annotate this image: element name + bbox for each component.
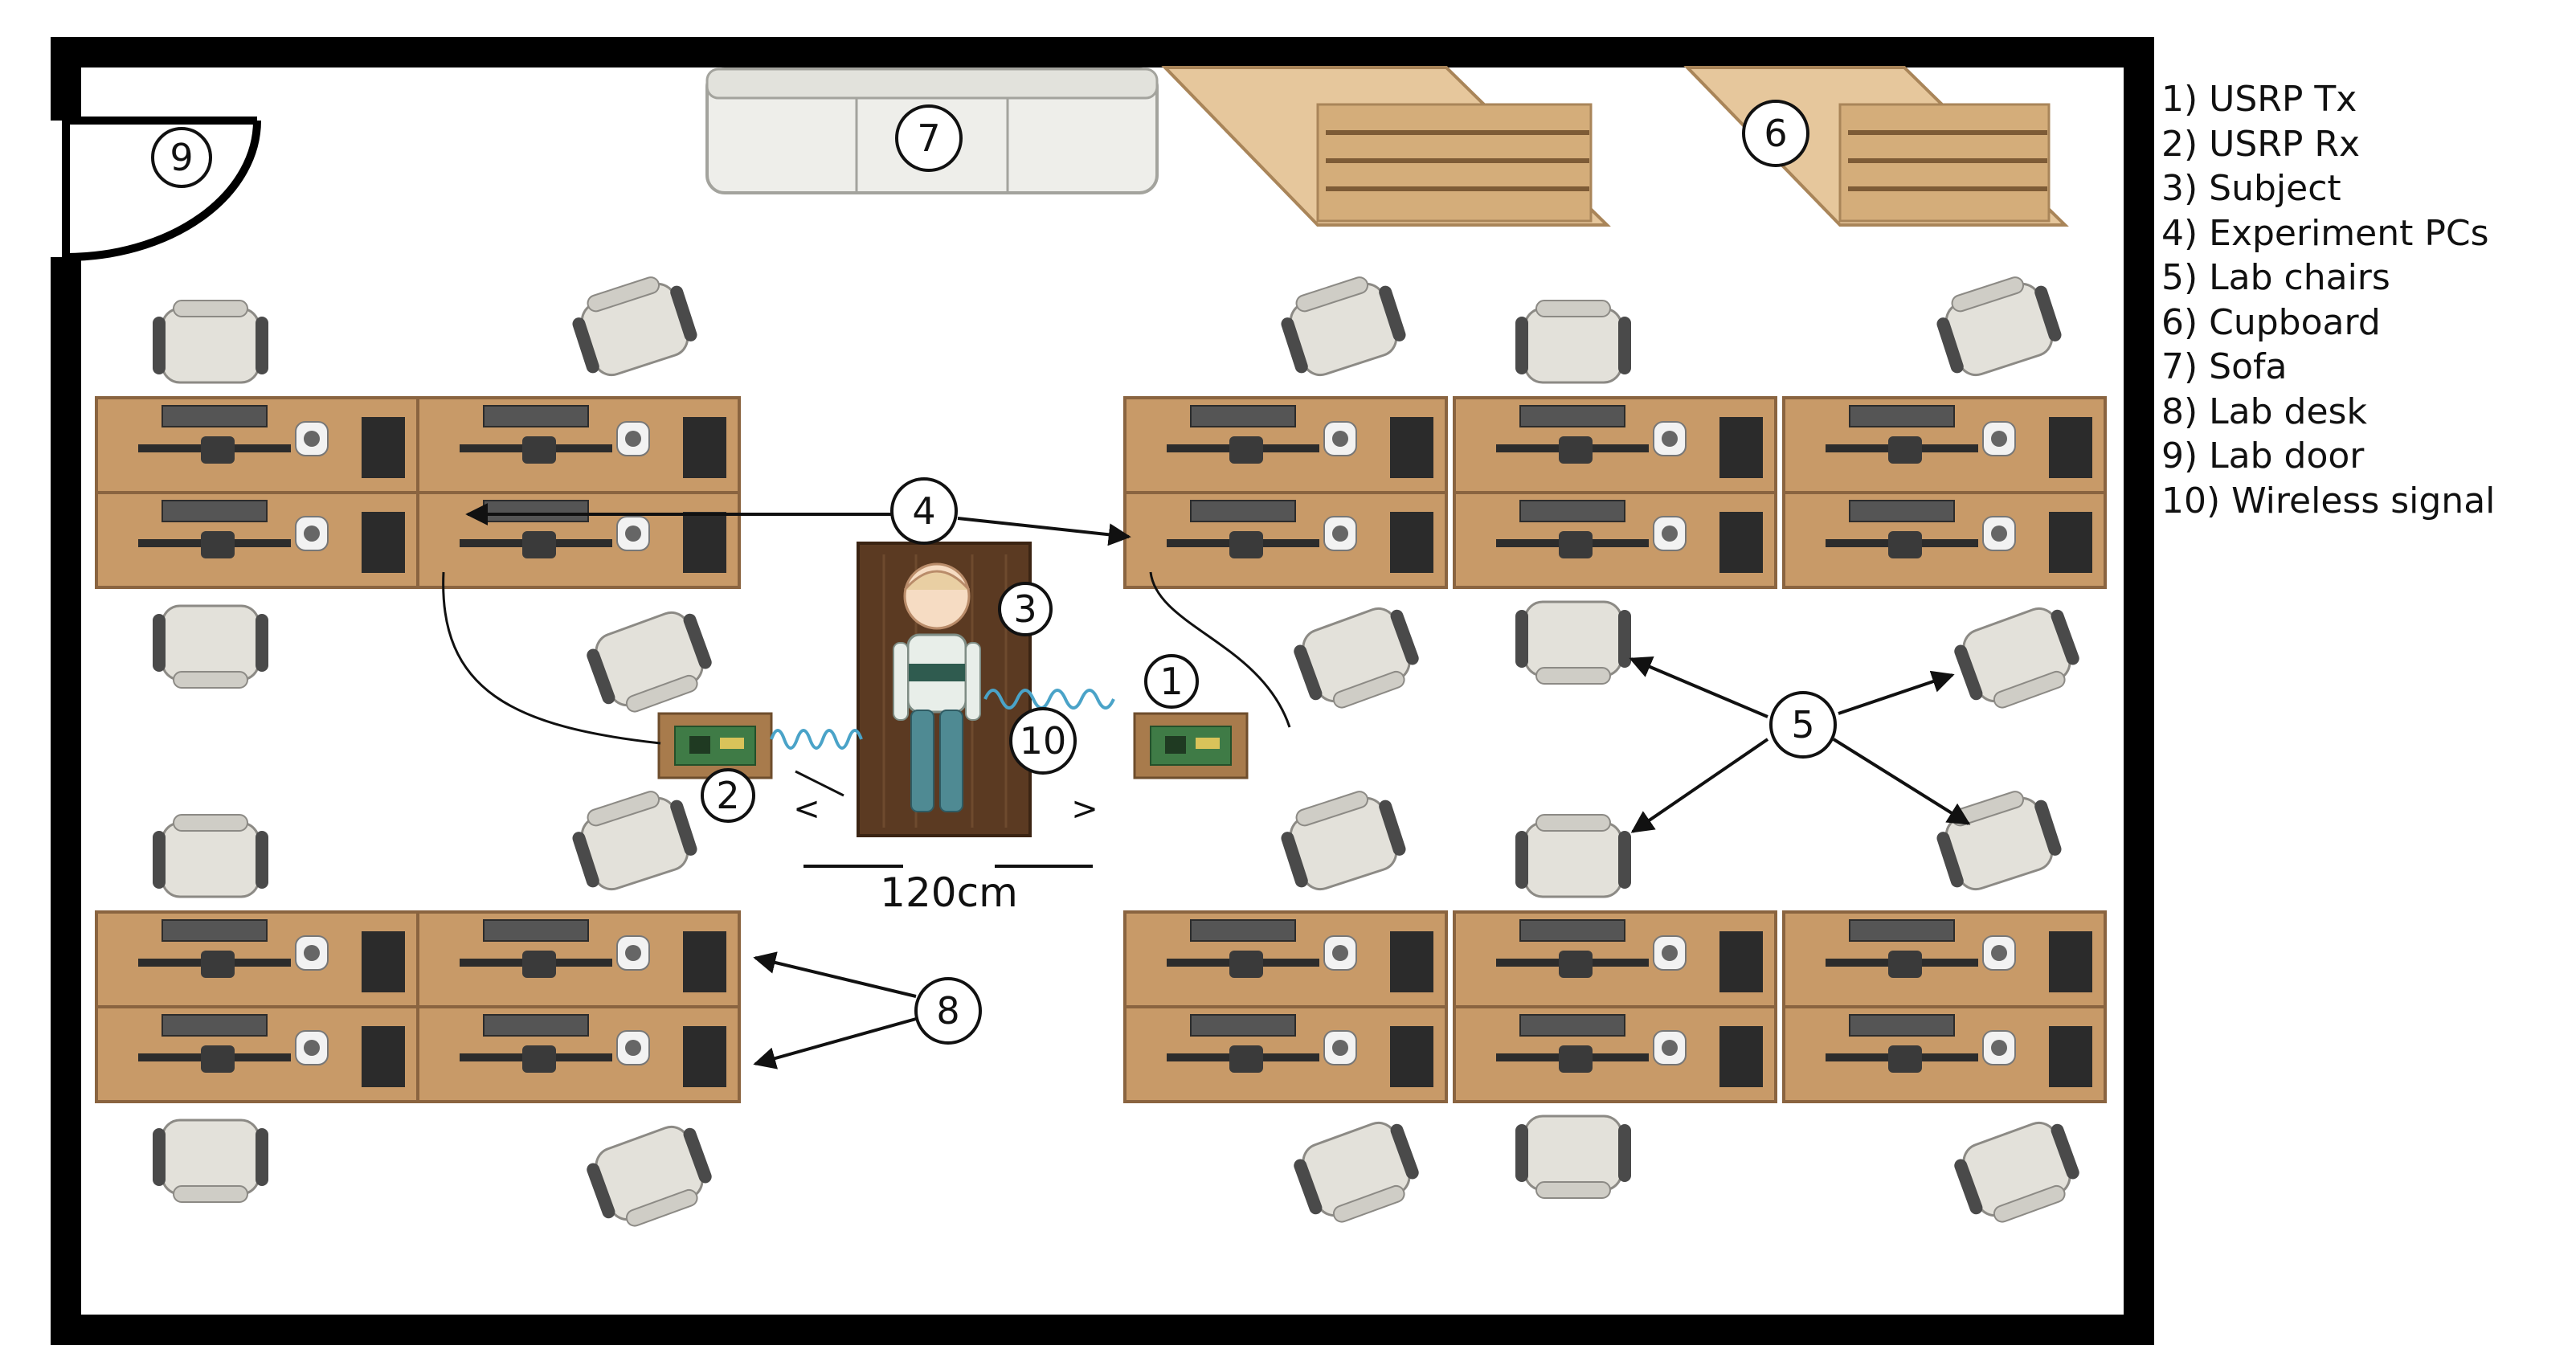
lab-desk [96, 398, 418, 587]
lab-desk [1784, 912, 2105, 1102]
arrow-to-chair-lower-left [1630, 738, 1769, 833]
svg-text:4: 4 [912, 489, 935, 533]
rx-cable [442, 571, 661, 745]
svg-text:6: 6 [1764, 112, 1787, 155]
marker-usrp-tx: 1 [1144, 654, 1199, 709]
marker-usrp-rx: 2 [701, 768, 755, 823]
lab-chair [1514, 299, 1633, 384]
svg-text:2: 2 [716, 774, 739, 817]
marker-experiment-pcs: 4 [890, 477, 958, 545]
marker-wireless-signal: 10 [1009, 707, 1077, 775]
lab-chair [151, 299, 270, 384]
lab-desk [1125, 398, 1446, 587]
arrow-to-desk-upper [753, 951, 917, 998]
legend-item: 1) USRP Tx [2161, 79, 2357, 120]
usrp-rx-board [657, 712, 773, 779]
svg-text:8: 8 [936, 989, 959, 1033]
legend-item: 4) Experiment PCs [2161, 212, 2489, 254]
lab-desk [1784, 398, 2105, 587]
svg-text:7: 7 [917, 117, 940, 160]
legend: 1) USRP Tx 2) USRP Rx 3) Subject 4) Expe… [2161, 77, 2495, 523]
lab-desk [1454, 398, 1776, 587]
legend-item: 8) Lab desk [2161, 391, 2367, 432]
lab-desk [1454, 912, 1776, 1102]
arrow-to-chair-upper-right [1838, 670, 1955, 715]
dimension-right-caret: > [1071, 791, 1098, 828]
lab-desk [96, 912, 418, 1102]
subject-figure [893, 562, 981, 812]
legend-item: 10) Wireless signal [2161, 480, 2496, 521]
arrow-to-chair-lower-right [1832, 738, 1971, 825]
legend-item: 3) Subject [2161, 168, 2341, 209]
svg-text:1: 1 [1159, 660, 1183, 703]
lab-chair [151, 604, 270, 689]
legend-item: 2) USRP Rx [2161, 123, 2360, 165]
lab-chair [1514, 600, 1633, 685]
marker-lab-door: 9 [151, 127, 212, 188]
svg-text:5: 5 [1791, 703, 1814, 746]
arrow-to-chair-upper-left [1629, 656, 1768, 718]
rx-antenna [795, 770, 844, 797]
lab-chair [1514, 813, 1633, 898]
lab-desk [418, 398, 739, 587]
room-walls [51, 37, 2154, 1345]
marker-subject: 3 [998, 582, 1053, 636]
dimension-label: 120cm [880, 869, 1018, 916]
marker-lab-desk: 8 [914, 977, 982, 1045]
marker-lab-chairs: 5 [1769, 691, 1837, 759]
dimension-left-caret: < [793, 791, 820, 828]
legend-item: 6) Cupboard [2161, 301, 2381, 343]
legend-item: 9) Lab door [2161, 436, 2365, 476]
lab-desk [418, 912, 739, 1102]
legend-item: 5) Lab chairs [2161, 257, 2390, 298]
svg-text:9: 9 [170, 136, 193, 179]
cupboard-left [1161, 66, 1611, 227]
lab-chair [151, 1119, 270, 1204]
marker-cupboard: 6 [1742, 100, 1809, 167]
tx-cable [1149, 571, 1291, 728]
arrow-to-right-pc [957, 517, 1131, 546]
lab-desk [1125, 912, 1446, 1102]
marker-sofa: 7 [895, 104, 963, 172]
lab-chair [151, 813, 270, 898]
wireless-signal-right [983, 689, 1115, 710]
svg-text:10: 10 [1020, 719, 1067, 763]
lab-door [40, 117, 261, 261]
usrp-tx-board [1133, 712, 1249, 779]
legend-item: 7) Sofa [2161, 346, 2288, 387]
svg-text:3: 3 [1013, 587, 1037, 631]
lab-chair [1514, 1114, 1633, 1200]
arrow-to-desk-lower [753, 1017, 917, 1069]
wireless-signal-left [770, 729, 863, 750]
